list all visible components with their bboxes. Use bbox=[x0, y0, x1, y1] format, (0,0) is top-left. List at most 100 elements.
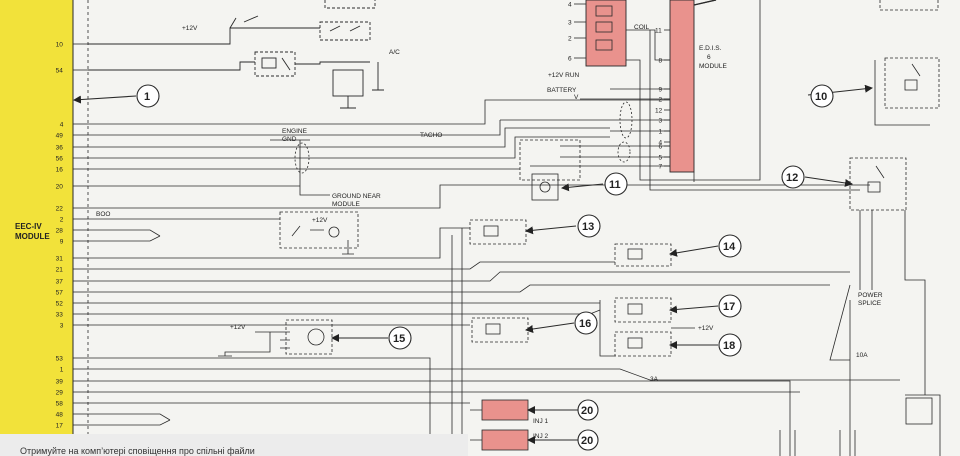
label-ground-near: GROUND NEAR bbox=[332, 193, 381, 200]
callout-11: 11 bbox=[609, 179, 621, 191]
eec-pin-label-21: 21 bbox=[56, 267, 64, 274]
eec-module-body bbox=[0, 0, 73, 456]
edis-wiring bbox=[484, 0, 860, 191]
ac-compressor bbox=[332, 69, 364, 97]
label-power-splice-1: POWER bbox=[858, 292, 883, 299]
notification-banner[interactable]: Отримуйте на комп’ютері сповіщення про с… bbox=[0, 434, 468, 456]
eec-module-label-line2: MODULE bbox=[15, 232, 50, 241]
callout-circle-10 bbox=[810, 84, 834, 108]
eec-pin-label-29: 29 bbox=[56, 390, 64, 397]
label-v-mark: V bbox=[574, 94, 579, 101]
injector-group bbox=[470, 399, 529, 451]
label-tacho: TACHO bbox=[420, 132, 442, 139]
eec-pin-label-10: 10 bbox=[56, 42, 64, 49]
edis-pin-label-1: 1 bbox=[659, 129, 663, 136]
eec-pin-label-39: 39 bbox=[56, 379, 64, 386]
relay-ac bbox=[254, 51, 296, 77]
label-inj2: INJ 2 bbox=[533, 433, 549, 440]
eec-pin-label-16: 16 bbox=[56, 167, 64, 174]
eec-pin-label-31: 31 bbox=[56, 256, 64, 263]
coil-pack-body bbox=[585, 0, 627, 67]
battery-component bbox=[519, 139, 581, 201]
callout-circle-14 bbox=[718, 234, 742, 258]
edis-label-line1: E.D.I.S. bbox=[699, 45, 722, 52]
component-15 bbox=[218, 319, 333, 357]
eec-pin-label-2: 2 bbox=[60, 217, 64, 224]
eec-pin-label-36: 36 bbox=[56, 145, 64, 152]
switch-box-top bbox=[319, 21, 371, 41]
callout-1: 1 bbox=[144, 91, 150, 103]
right-relays bbox=[779, 0, 941, 456]
callout-17: 17 bbox=[723, 301, 735, 313]
callout-group bbox=[73, 0, 873, 451]
label-ac: A/C bbox=[389, 49, 400, 56]
label-module: MODULE bbox=[332, 201, 360, 208]
callout-circle-12 bbox=[781, 165, 805, 189]
callout-circle-20b bbox=[577, 429, 599, 451]
callout-18: 18 bbox=[723, 340, 735, 352]
callout-20b: 20 bbox=[581, 435, 593, 447]
coil-pin-label-2: 2 bbox=[568, 36, 572, 43]
edis-pin-label-3: 3 bbox=[659, 118, 663, 125]
edis-pin-label-4: 4 bbox=[659, 140, 663, 147]
eec-pin-label-37: 37 bbox=[56, 279, 64, 286]
callout-circle-15 bbox=[388, 326, 412, 350]
edis-label-line2: 6 bbox=[707, 54, 711, 61]
eec-pin-label-17: 17 bbox=[56, 423, 64, 430]
eec-pin-label-4: 4 bbox=[60, 122, 64, 129]
injector-1 bbox=[481, 399, 529, 421]
ac-circuit bbox=[88, 0, 384, 109]
edis-pin-label-7: 7 bbox=[659, 164, 663, 171]
edis-label-line3: MODULE bbox=[699, 63, 727, 70]
callout-labels: 1 10 11 12 13 14 15 16 17 18 20 20 bbox=[144, 91, 827, 447]
callout-circle-16 bbox=[574, 311, 598, 335]
eec-pin-label-56: 56 bbox=[56, 156, 64, 163]
callout-20a: 20 bbox=[581, 405, 593, 417]
brake-switch-box bbox=[279, 211, 359, 255]
callout-13: 13 bbox=[582, 221, 594, 233]
injector-blocks bbox=[451, 219, 695, 456]
eec-pin-label-53: 53 bbox=[56, 356, 64, 363]
callout-15: 15 bbox=[393, 333, 405, 345]
edis-pin-label-12: 12 bbox=[655, 108, 663, 115]
edis-pin-label-6: 6 bbox=[659, 144, 663, 151]
label-engine: ENGINE bbox=[282, 128, 308, 135]
callout-14: 14 bbox=[723, 241, 736, 253]
coil-pack bbox=[585, 0, 627, 67]
eec-pin-label-22: 22 bbox=[56, 206, 64, 213]
eec-pin-label-20: 20 bbox=[56, 184, 64, 191]
relay-10 bbox=[884, 57, 940, 109]
label-battery: BATTERY bbox=[547, 87, 577, 94]
relay-12 bbox=[849, 157, 907, 211]
eec-pin-label-48: 48 bbox=[56, 412, 64, 419]
callout-circle-17 bbox=[718, 294, 742, 318]
callout-circle-1 bbox=[136, 84, 160, 108]
edis-module: E.D.I.S. 6 MODULE bbox=[669, 0, 727, 173]
coil-pin-label-3: 3 bbox=[568, 20, 572, 27]
label-inj1: INJ 1 bbox=[533, 418, 549, 425]
label-plus12v-mid: +12V bbox=[312, 217, 328, 224]
edis-pin-label-8: 8 bbox=[659, 58, 663, 65]
label-plus12v-top: +12V bbox=[182, 25, 198, 32]
label-plus12v-18: +12V bbox=[698, 325, 714, 332]
notification-text: Отримуйте на комп’ютері сповіщення про с… bbox=[20, 446, 255, 456]
label-plus12v-15: +12V bbox=[230, 324, 246, 331]
coil-pin-label-6: 6 bbox=[568, 56, 572, 63]
label-fuse-3a: 3A bbox=[650, 376, 659, 383]
eec-pin-label-57: 57 bbox=[56, 290, 64, 297]
edis-pin-label-11: 11 bbox=[655, 28, 662, 35]
eec-pin-label-52: 52 bbox=[56, 301, 64, 308]
label-fuse-10a: 10A bbox=[856, 352, 868, 359]
eec-pin-label-28: 28 bbox=[56, 228, 64, 235]
eec-pin-label-49: 49 bbox=[56, 133, 64, 140]
edis-pin-label-5: 5 bbox=[659, 155, 663, 162]
label-power-splice-2: SPLICE bbox=[858, 300, 882, 307]
eec-pin-label-1: 1 bbox=[60, 367, 64, 374]
callout-circle-11 bbox=[604, 172, 628, 196]
label-gnd: GND bbox=[282, 136, 297, 143]
eec-pin-label-54: 54 bbox=[56, 68, 64, 75]
callout-circle-13 bbox=[577, 214, 601, 238]
label-plus12v-run: +12V RUN bbox=[548, 72, 580, 79]
